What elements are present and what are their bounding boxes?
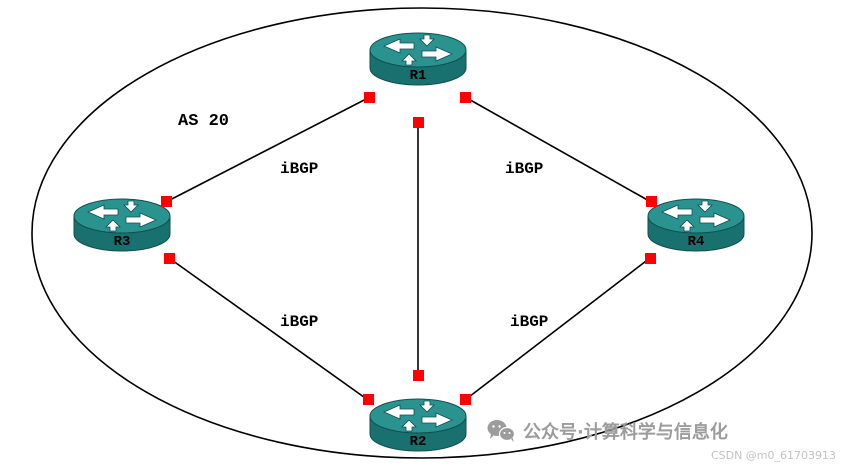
interface-marker: [646, 196, 657, 207]
router-label-r4: R4: [688, 234, 705, 250]
wechat-icon: [487, 420, 515, 442]
as-label: AS 20: [178, 112, 229, 131]
link-r3-r2: [168, 257, 369, 401]
watermark: 公众号·计算科学与信息化: [487, 418, 728, 444]
link-label-r1-r3: iBGP: [280, 160, 318, 178]
router-label-r2: R2: [410, 434, 427, 450]
interface-marker: [460, 92, 471, 103]
router-r4: R4: [647, 198, 745, 252]
link-label-r3-r2: iBGP: [280, 313, 318, 331]
csdn-watermark-text: CSDN @m0_61703913: [710, 449, 836, 462]
link-r1-r3: [165, 96, 371, 203]
interface-marker: [363, 394, 374, 405]
interface-marker: [164, 253, 175, 264]
router-r3: R3: [73, 198, 171, 252]
link-r4-r2: [464, 257, 651, 401]
router-r1: R1: [369, 32, 467, 86]
link-label-r4-r2: iBGP: [510, 313, 548, 331]
router-label-r3: R3: [114, 234, 131, 250]
link-label-r1-r4: iBGP: [505, 160, 543, 178]
wechat-watermark-text: 公众号·计算科学与信息化: [523, 422, 728, 443]
interface-marker: [161, 196, 172, 207]
interface-marker: [413, 370, 424, 381]
as-boundary-ellipse: [31, 7, 813, 459]
interface-marker: [364, 92, 375, 103]
interface-marker: [413, 117, 424, 128]
router-label-r1: R1: [410, 68, 427, 84]
link-r1-r4: [464, 96, 652, 203]
interface-marker: [645, 253, 656, 264]
interface-marker: [460, 394, 471, 405]
router-r2: R2: [369, 398, 467, 452]
